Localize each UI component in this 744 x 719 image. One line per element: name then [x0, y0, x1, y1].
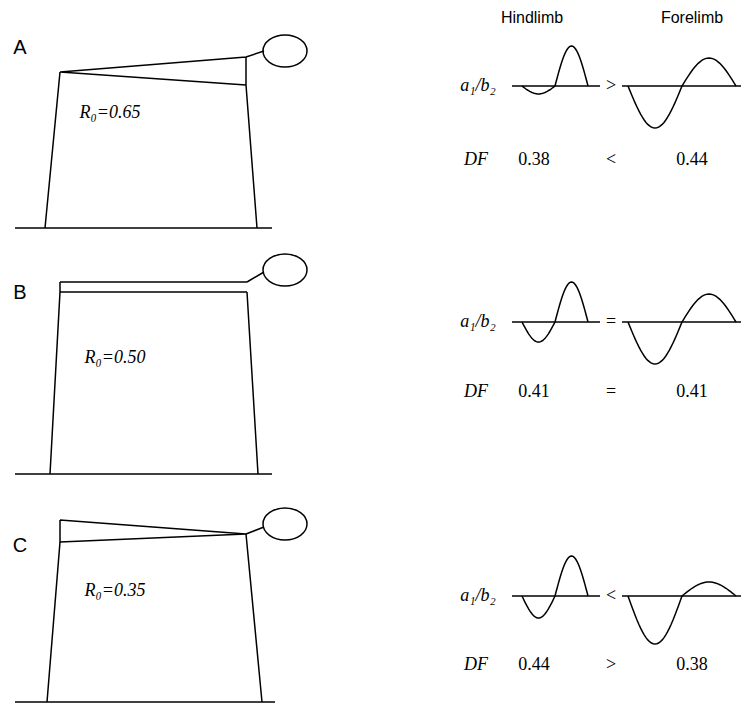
wave-curve — [628, 58, 736, 128]
comparison-sign: < — [606, 150, 616, 170]
panel-letter: B — [13, 281, 26, 303]
legs — [47, 534, 262, 702]
body-region: R₀=0.65 — [74, 98, 147, 127]
value-label: 0.41 — [676, 382, 708, 402]
axis-label: a₁/b₂ — [460, 586, 496, 606]
ratio-label: R₀=0.65 — [80, 102, 141, 123]
ground-line — [15, 227, 272, 229]
value-label: 0.38 — [518, 150, 550, 170]
value-label: 0.44 — [676, 150, 708, 170]
wave-axis — [512, 595, 600, 597]
axis-label: a₁/b₂ — [460, 76, 496, 96]
column-header: Hindlimb — [501, 9, 563, 27]
animal-b — [15, 254, 307, 474]
animal-c — [15, 508, 307, 702]
axis-label: a₁/b₂ — [460, 312, 496, 332]
panel-letter: C — [13, 534, 27, 556]
body-region: R₀=0.35 — [79, 576, 152, 605]
axis-label: DF — [464, 655, 488, 675]
axis-label: DF — [464, 382, 488, 402]
legs — [50, 292, 258, 474]
head-oval — [263, 508, 307, 540]
axis-label: DF — [464, 150, 488, 170]
legs — [45, 72, 257, 228]
value-label: 0.38 — [676, 655, 708, 675]
ground-line — [15, 701, 275, 703]
animal-a — [15, 35, 307, 228]
wave-curve — [522, 556, 588, 618]
value-label: 0.41 — [518, 382, 550, 402]
comparison-sign: > — [606, 655, 616, 675]
back-bar — [60, 272, 264, 292]
comparison-sign: = — [606, 382, 616, 402]
ratio-label: R₀=0.50 — [85, 347, 146, 368]
back-triangle — [60, 51, 264, 85]
comparison-sign: > — [606, 76, 616, 96]
head-oval — [263, 254, 307, 286]
wave-curve — [628, 294, 736, 364]
comparison-sign: < — [606, 586, 616, 606]
ratio-label: R₀=0.35 — [85, 580, 146, 601]
column-header: Forelimb — [661, 9, 723, 27]
wave-curve — [628, 582, 736, 644]
body-region: R₀=0.50 — [79, 343, 152, 372]
head-oval — [263, 35, 307, 67]
back-triangle — [60, 520, 264, 542]
wave-axis — [512, 85, 600, 87]
comparison-sign: = — [606, 312, 616, 332]
wave-curve — [522, 282, 588, 342]
wave-axis — [512, 321, 600, 323]
wave-curve — [522, 46, 588, 94]
value-label: 0.44 — [518, 655, 550, 675]
ground-line — [15, 473, 272, 475]
wave-plots — [512, 46, 741, 644]
panel-letter: A — [13, 36, 26, 58]
